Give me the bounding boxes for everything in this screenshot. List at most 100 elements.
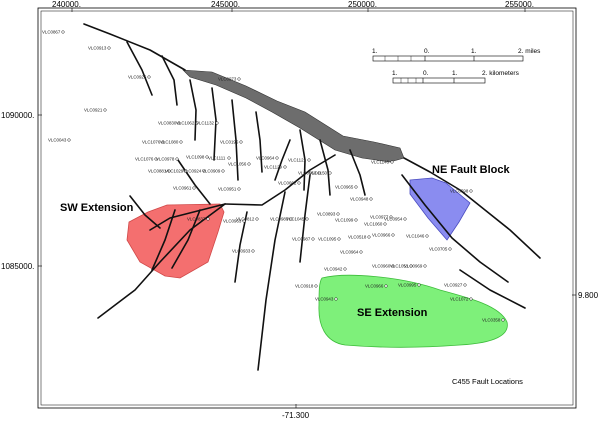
well-label: VLC0983 <box>270 217 289 222</box>
bottom-axis-label: -71.300 <box>282 411 310 420</box>
well-marker <box>215 121 219 125</box>
well-marker <box>195 121 199 125</box>
scale-bar-miles: 1. 0. 1. 2. miles <box>372 48 541 62</box>
fault-line <box>151 209 176 271</box>
well-label: VLC1132 <box>196 121 215 126</box>
well-label: VLC1099 <box>335 218 354 223</box>
well-label: VLC1080 <box>160 140 179 145</box>
well-point: VLC0195 <box>220 140 243 145</box>
fault-line <box>319 139 331 196</box>
well-point: VLC0933 <box>232 249 255 254</box>
well-point: VLC0598 <box>450 189 473 194</box>
well-label: VLC0963 <box>223 219 242 224</box>
well-marker <box>337 237 341 241</box>
well-label: VLC0663 <box>298 171 317 176</box>
fault-line <box>349 149 366 196</box>
well-point: VLC1051 <box>390 264 413 269</box>
well-marker <box>307 158 311 162</box>
scale-miles-label: 1. <box>372 48 378 55</box>
well-label: VLC0918 <box>295 284 314 289</box>
map-title: C455 Fault Locations <box>452 377 523 386</box>
well-marker <box>154 157 158 161</box>
well-point: VLC0964 <box>340 250 363 255</box>
well-label: VLC0358 <box>482 318 501 323</box>
well-point: VLC0960 <box>372 264 395 269</box>
well-point: VLC0983 <box>270 217 293 222</box>
well-point: VLC0924 <box>183 169 206 174</box>
well-point: VLC1132 <box>196 121 219 126</box>
ne-fault-block-label: NE Fault Block <box>432 164 511 176</box>
well-point: VLC0663 <box>298 171 321 176</box>
y-tick-label: 1085000. <box>1 262 34 271</box>
well-point: VLC1072 <box>450 297 473 302</box>
well-point: VLC1029 <box>165 169 188 174</box>
well-point: VLC1046 <box>406 234 429 239</box>
well-marker <box>314 284 318 288</box>
well-marker <box>103 108 107 112</box>
fault-line <box>177 159 211 205</box>
well-marker <box>354 185 358 189</box>
well-point: VLC0963 <box>223 219 246 224</box>
well-label: VLC0942 <box>324 267 343 272</box>
well-label: VLC0973 <box>218 77 237 82</box>
well-label: VLC0948 <box>350 197 369 202</box>
well-marker <box>237 187 241 191</box>
well-label: VLC0960 <box>372 264 391 269</box>
well-label: VLC0954 <box>384 217 403 222</box>
well-label: VLC0913 <box>88 46 107 51</box>
well-point: VLC0987 <box>292 237 315 242</box>
well-label: VLC0043 <box>48 138 67 143</box>
well-marker <box>147 75 151 79</box>
se-extension-area <box>318 274 508 348</box>
well-marker <box>275 156 279 160</box>
fault-line <box>211 87 217 161</box>
well-point: VLC1121 <box>288 158 311 163</box>
well-point: VLC0043 <box>48 138 71 143</box>
well-label: VLC0977 <box>370 215 389 220</box>
well-marker <box>501 318 505 322</box>
well-label: VLC0966 <box>372 233 391 238</box>
well-marker <box>425 234 429 238</box>
well-marker <box>369 197 373 201</box>
well-point: VLC0705 <box>429 247 452 252</box>
well-marker <box>184 169 188 173</box>
well-marker <box>242 219 246 223</box>
well-point: VLC0358 <box>482 318 505 323</box>
well-point: VLC1099 <box>335 218 358 223</box>
well-point: VLC1062 <box>176 121 199 126</box>
well-label: VLC0909 <box>202 169 221 174</box>
well-marker <box>469 189 473 193</box>
well-label: VLC1060 <box>364 222 383 227</box>
well-point: VLC1076 <box>135 157 158 162</box>
well-point: VLC0812 <box>236 217 259 222</box>
well-label: VLC1150 <box>309 171 328 176</box>
well-marker <box>283 165 287 169</box>
well-point: VLC0964 <box>256 156 279 161</box>
well-point: VLC0943 <box>315 297 338 302</box>
map-frame <box>37 7 577 409</box>
well-point: VLC1080 <box>160 140 183 145</box>
well-point: VLC1060 <box>364 222 387 227</box>
well-marker <box>417 283 421 287</box>
well-marker <box>221 169 225 173</box>
well-point: VLC0977 <box>370 215 393 220</box>
well-marker <box>336 212 340 216</box>
x-tick-label: 250000. <box>348 0 377 9</box>
scale-miles-label: 0. <box>424 48 430 55</box>
well-marker <box>167 169 171 173</box>
well-point: VLC0961 <box>173 186 196 191</box>
y-tick-label: 1090000. <box>1 111 34 120</box>
well-marker <box>334 297 338 301</box>
well-label: VLC0969 <box>404 264 423 269</box>
well-point: VLC1129 <box>264 165 287 170</box>
well-label: VLC0925 <box>128 75 147 80</box>
well-marker <box>61 30 65 34</box>
well-point: VLC0969 <box>404 264 427 269</box>
well-marker <box>328 171 332 175</box>
scale-km-label: 1. <box>452 70 458 77</box>
x-tick-label: 240000. <box>52 0 81 9</box>
well-marker <box>289 217 293 221</box>
well-label: VLC0662 <box>278 181 297 186</box>
well-marker <box>367 235 371 239</box>
